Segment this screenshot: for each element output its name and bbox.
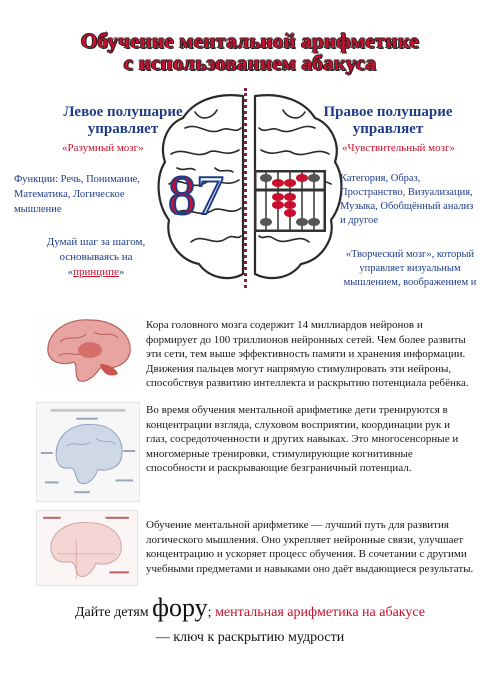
hemisphere-divider (244, 88, 247, 288)
left-hemisphere-step: Думай шаг за шагом, основываясь на «прин… (36, 235, 156, 280)
step-prefix: Думай шаг за шагом, основываясь на « (46, 236, 146, 278)
right-hemisphere-functions: Категория, Образ, Пространство, Визуализ… (340, 173, 474, 226)
slogan-line-2: — ключ к раскрытию мудрости (155, 630, 345, 645)
abacus-icon (254, 170, 326, 232)
title-line-2: с использованием абакуса (123, 51, 377, 75)
paragraph-training: Во время обучения ментальной арифметике … (146, 404, 459, 474)
right-hemisphere-heading: Правое полушарие управляет (323, 104, 453, 137)
brain-section-image (38, 312, 138, 387)
right-hemisphere-creative: «Творческий мозг», который управляет виз… (343, 249, 477, 288)
left-hemisphere-heading: Левое полушарие управляет (63, 104, 183, 137)
number-second-digit: 7 (195, 165, 225, 227)
number-first-digit: 8 (167, 165, 197, 227)
left-hemisphere-functions: Функции: Речь, Понимание, Математика, Ло… (14, 174, 140, 215)
page-title: Обучение ментальной арифметике с использ… (0, 30, 500, 74)
paragraph-logic: Обучение ментальной арифметике — лучший … (146, 519, 474, 575)
slogan: Дайте детям фору; ментальная арифметика … (0, 595, 500, 623)
brain-anatomy-diagram-image (36, 510, 138, 586)
step-highlight: принципе (73, 266, 119, 278)
slogan-big-word: фору (152, 593, 208, 622)
right-hemisphere-tag: «Чувствительный мозг» (342, 142, 455, 154)
brain-illustration (157, 94, 343, 280)
number-87: 87 (167, 165, 225, 227)
slogan-separator: ; (207, 605, 216, 620)
left-hemisphere-tag: «Разумный мозг» (62, 142, 144, 154)
slogan-highlight: ментальная арифметика на абакусе (215, 605, 425, 620)
step-suffix: » (118, 266, 125, 278)
slogan-prefix: Дайте детям (74, 605, 153, 620)
title-line-1: Обучение ментальной арифметике (80, 29, 420, 53)
brain-function-map-image (36, 402, 140, 502)
paragraph-neurons: Кора головного мозга содержит 14 миллиар… (146, 319, 469, 389)
